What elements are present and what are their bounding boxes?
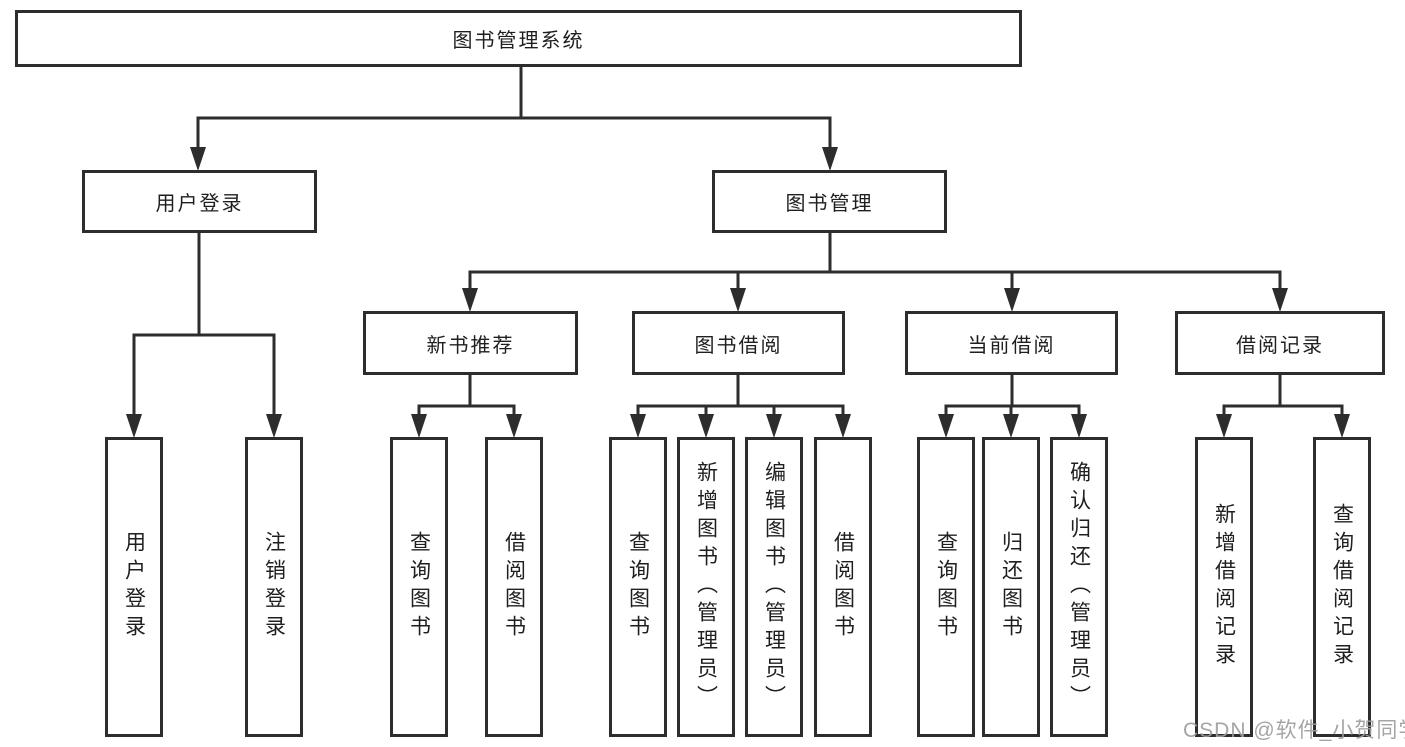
node-new-book-recommend: 新书推荐	[363, 311, 578, 375]
arrowhead-icon	[1004, 288, 1020, 312]
arrowhead-icon	[411, 414, 427, 438]
node-book-management: 图书管理	[712, 170, 947, 233]
node-label: 查询借阅记录	[1330, 503, 1354, 671]
arrowhead-icon	[1216, 414, 1232, 438]
leaf-current-confirm-admin: 确认归还（管理员）	[1050, 437, 1108, 737]
arrowhead-icon	[1071, 414, 1087, 438]
node-label: 编辑图书（管理员）	[762, 461, 786, 713]
arrowhead-icon	[938, 414, 954, 438]
arrowhead-icon	[1003, 414, 1019, 438]
node-label: 归还图书	[999, 531, 1023, 643]
node-label: 新增图书（管理员）	[694, 461, 718, 713]
node-label: 图书管理系统	[452, 30, 585, 52]
node-label: 确认归还（管理员）	[1067, 461, 1091, 713]
arrowhead-icon	[462, 288, 478, 312]
node-label: 当前借阅	[967, 334, 1056, 357]
arrowhead-icon	[506, 414, 522, 438]
node-current-borrowing: 当前借阅	[905, 311, 1118, 375]
arrowhead-icon	[190, 147, 206, 171]
leaf-current-query: 查询图书	[917, 437, 975, 737]
node-label: 注销登录	[262, 531, 286, 643]
leaf-borrowing-edit-admin: 编辑图书（管理员）	[745, 437, 803, 737]
arrowhead-icon	[822, 147, 838, 171]
leaf-current-return: 归还图书	[982, 437, 1040, 737]
node-system-root: 图书管理系统	[15, 10, 1022, 67]
leaf-borrowing-query: 查询图书	[609, 437, 667, 737]
arrowhead-icon	[1334, 414, 1350, 438]
node-label: 借阅记录	[1236, 334, 1324, 357]
node-label: 查询图书	[407, 531, 431, 643]
leaf-borrowing-add-admin: 新增图书（管理员）	[677, 437, 735, 737]
csdn-watermark: CSDN @软件_小贺同学	[1183, 719, 1405, 742]
node-book-borrowing: 图书借阅	[632, 311, 845, 375]
node-label: 查询图书	[934, 531, 958, 643]
arrowhead-icon	[126, 414, 142, 438]
arrowhead-icon	[266, 414, 282, 438]
arrowhead-icon	[1272, 288, 1288, 312]
leaf-logout: 注销登录	[245, 437, 303, 737]
node-label: 图书管理	[785, 193, 874, 215]
leaf-newbooks-query: 查询图书	[390, 437, 448, 737]
node-user-login: 用户登录	[82, 170, 317, 233]
leaf-records-query: 查询借阅记录	[1313, 437, 1371, 737]
node-label: 用户登录	[155, 193, 244, 215]
arrowhead-icon	[730, 288, 746, 312]
node-label: 借阅图书	[502, 531, 526, 643]
node-label: 图书借阅	[694, 334, 783, 357]
node-borrow-records: 借阅记录	[1175, 311, 1385, 375]
arrowhead-icon	[698, 414, 714, 438]
arrowhead-icon	[766, 414, 782, 438]
arrowhead-icon	[630, 414, 646, 438]
node-label: 新书推荐	[426, 334, 515, 357]
leaf-user-login: 用户登录	[105, 437, 163, 737]
node-label: 借阅图书	[831, 531, 855, 643]
node-label: 新增借阅记录	[1212, 503, 1236, 671]
leaf-borrowing-borrow: 借阅图书	[814, 437, 872, 737]
arrowhead-icon	[835, 414, 851, 438]
leaf-newbooks-borrow: 借阅图书	[485, 437, 543, 737]
leaf-records-add: 新增借阅记录	[1195, 437, 1253, 737]
node-label: 查询图书	[626, 531, 650, 643]
node-label: 用户登录	[122, 531, 146, 643]
